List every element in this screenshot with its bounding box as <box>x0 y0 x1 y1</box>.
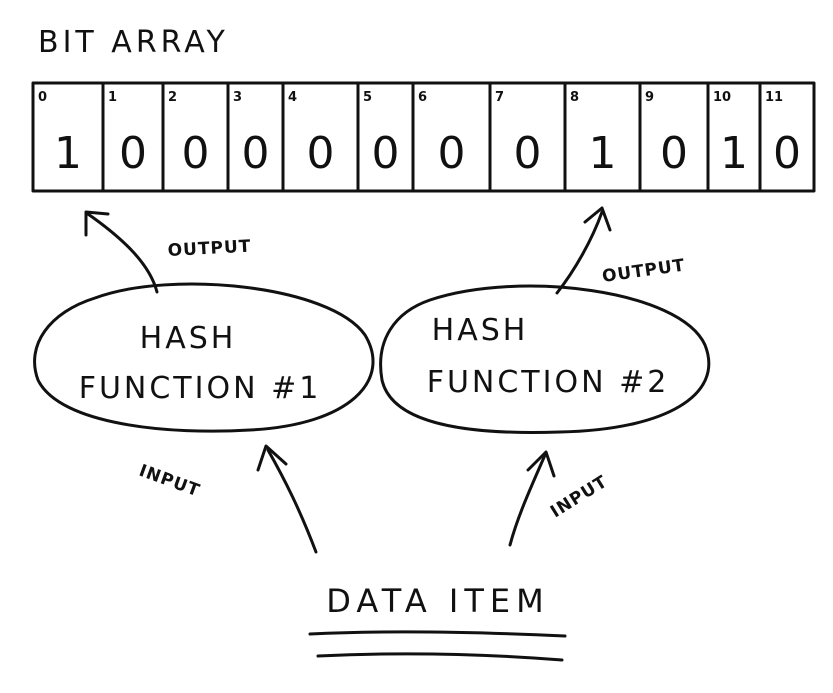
hash-function-1-line1: HASH <box>140 321 237 356</box>
bit-value-1: 0 <box>119 128 147 179</box>
bit-value-6: 0 <box>438 128 466 179</box>
bit-value-9: 0 <box>660 128 688 179</box>
output-arrow-right <box>555 210 604 295</box>
output-label-right: OUTPUT <box>601 255 687 286</box>
bit-array-box <box>31 81 816 193</box>
bit-index-6: 6 <box>418 90 427 105</box>
input-arrow-right <box>508 453 547 547</box>
data-item-underline-2 <box>316 652 564 662</box>
output-arrowhead-left <box>84 210 110 237</box>
bit-index-4: 4 <box>288 90 297 105</box>
output-arrow-left <box>86 212 159 294</box>
bit-array-title: BIT ARRAY <box>38 25 229 60</box>
bit-value-0: 1 <box>54 128 82 179</box>
output-label-left: OUTPUT <box>167 237 252 261</box>
input-arrow-left <box>266 448 318 554</box>
output-arrowhead-right <box>583 206 612 232</box>
data-item-label: DATA ITEM <box>326 582 549 620</box>
hash-function-2-blob <box>379 284 711 434</box>
hash-function-2-line1: HASH <box>432 313 529 348</box>
bit-value-5: 0 <box>372 128 400 179</box>
input-arrowhead-left <box>256 444 288 472</box>
bit-index-1: 1 <box>108 90 117 105</box>
bit-index-2: 2 <box>168 90 177 105</box>
bit-index-10: 10 <box>713 90 731 105</box>
bit-value-10: 1 <box>720 128 748 179</box>
bit-value-3: 0 <box>242 128 270 179</box>
bit-index-9: 9 <box>645 90 654 105</box>
input-label-left: INPUT <box>136 461 202 501</box>
hash-function-1-blob <box>33 282 375 433</box>
bit-index-3: 3 <box>233 90 242 105</box>
data-item-underline-1 <box>308 630 567 638</box>
bit-index-5: 5 <box>363 90 372 105</box>
bit-value-4: 0 <box>307 128 335 179</box>
bit-index-11: 11 <box>765 90 783 105</box>
hash-function-1-line2: FUNCTION #1 <box>79 371 322 406</box>
bit-value-7: 0 <box>514 128 542 179</box>
bit-value-8: 1 <box>589 128 617 179</box>
bit-index-8: 8 <box>570 90 579 105</box>
input-label-right: INPUT <box>547 472 611 523</box>
hash-function-2-line2: FUNCTION #2 <box>427 365 670 400</box>
bit-index-0: 0 <box>38 90 47 105</box>
bit-value-11: 0 <box>773 128 801 179</box>
input-arrowhead-right <box>526 450 556 478</box>
bit-index-7: 7 <box>495 90 504 105</box>
bit-value-2: 0 <box>182 128 210 179</box>
